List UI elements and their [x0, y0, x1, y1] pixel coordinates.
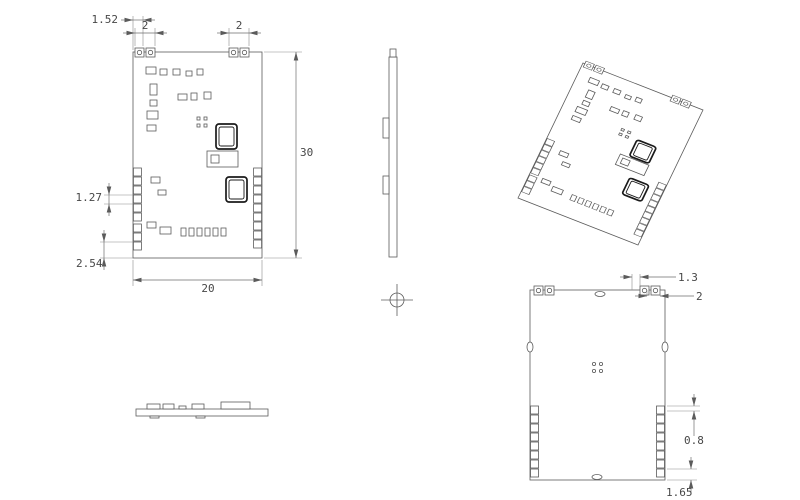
profile-view: [135, 401, 269, 419]
dim-label-tab-right: 2: [236, 19, 243, 32]
dim-front-height: 30: [264, 51, 313, 259]
dim-label-pad-offset: 1.52: [92, 13, 119, 26]
dim-label-pad-width: 0.8: [684, 434, 704, 447]
dim-bottom-pad-offset: 1.65: [666, 457, 697, 499]
dim-bottom-pad-width: 0.8: [667, 394, 704, 447]
dim-front-tab-left: 2: [123, 19, 167, 46]
dim-bottom-tab-width: 2: [635, 290, 703, 303]
front-ic-components: [215, 123, 248, 203]
front-view: 1.52 2 2 30 20: [76, 13, 314, 295]
front-smd-components: [145, 66, 239, 237]
dim-label-tab-left: 2: [142, 19, 149, 32]
isometric-view: [518, 60, 704, 245]
dim-front-pin-pitch: 1.27: [76, 183, 133, 216]
dim-label-pin-row-offset: 2.54: [76, 257, 103, 270]
dim-bottom-tab-gap: 1.3: [620, 271, 698, 290]
front-castellation-pads-left: [132, 167, 142, 251]
dim-front-width: 20: [132, 260, 263, 295]
dim-label-tab-gap: 1.3: [678, 271, 698, 284]
bottom-view: 1.3 2 0.8 1.65: [526, 271, 704, 499]
iso-ic-components: [613, 140, 666, 202]
center-mark: [381, 284, 413, 316]
dim-label-pad-bottom-offset: 1.65: [666, 486, 693, 499]
profile-tall-component: [220, 401, 251, 410]
side-connector-upper: [382, 117, 390, 139]
dim-label-tab-width: 2: [696, 290, 703, 303]
iso-smd-components: [537, 77, 675, 217]
bottom-board-outline: [526, 285, 669, 481]
dim-front-pin-row-offset: 2.54: [76, 230, 133, 270]
dim-label-width: 20: [201, 282, 214, 295]
side-connector-lower: [382, 175, 390, 195]
profile-board-strip: [135, 408, 269, 417]
dim-label-pin-pitch: 1.27: [76, 191, 103, 204]
dim-label-height: 30: [300, 146, 313, 159]
dim-front-pad-offset: 1.52: [92, 13, 155, 50]
side-view: [382, 48, 398, 258]
dim-front-tab-right: 2: [217, 19, 261, 46]
bottom-via-dots: [592, 361, 604, 373]
front-castellation-pads-right: [253, 167, 263, 249]
